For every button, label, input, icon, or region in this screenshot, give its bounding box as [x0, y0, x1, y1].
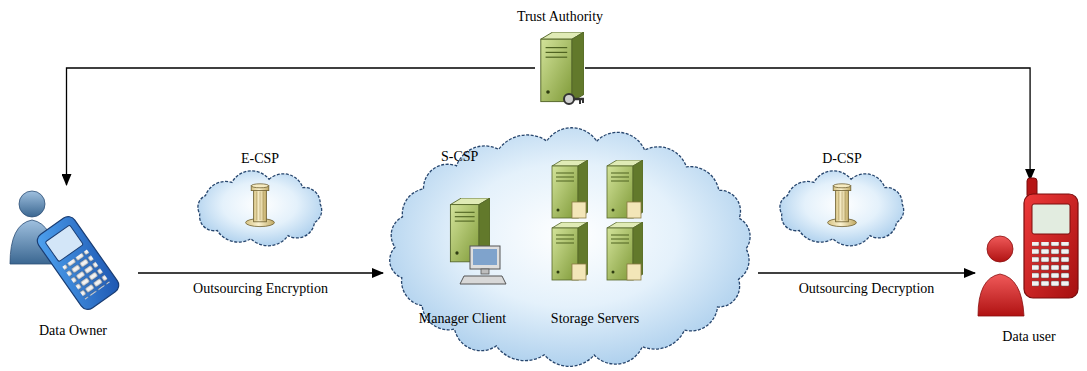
node-label: Trust Authority — [517, 8, 603, 25]
node-label: Manager Client — [419, 310, 506, 327]
manager-server — [450, 198, 506, 284]
cloud-outline — [198, 171, 322, 246]
edge-label: Outsourcing Decryption — [799, 280, 935, 297]
connector-arrow — [758, 272, 975, 273]
node-label: E-CSP — [241, 150, 279, 167]
connector-arrow — [138, 272, 383, 273]
edge-label: Outsourcing Encryption — [193, 280, 328, 297]
user-person — [978, 236, 1024, 316]
node-label: D-CSP — [822, 150, 862, 167]
node-label: Storage Servers — [551, 310, 639, 327]
trust-server — [541, 32, 584, 104]
node-label: S-CSP — [441, 148, 478, 165]
user-phone — [1024, 178, 1078, 298]
node-label: Data user — [1002, 328, 1055, 345]
owner-phone — [34, 214, 122, 313]
storage-servers — [552, 160, 643, 280]
ecsp-pillar — [246, 184, 275, 227]
cloud-outline — [780, 171, 904, 246]
dcsp-pillar — [828, 184, 857, 227]
cloud-outline — [390, 128, 750, 367]
node-label: Data Owner — [39, 322, 107, 339]
